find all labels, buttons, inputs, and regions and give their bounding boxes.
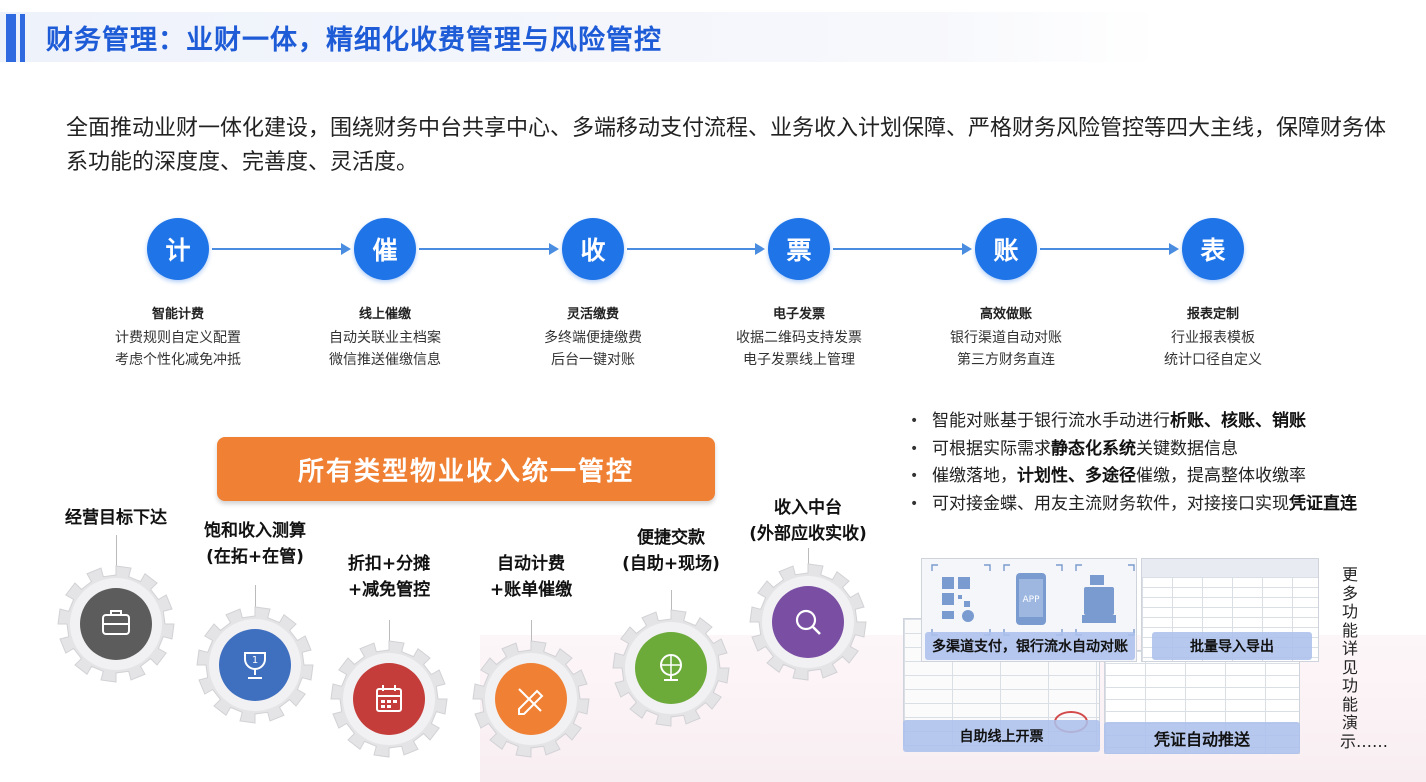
flow-step-desc-line: 收据二维码支持发票 — [736, 330, 862, 346]
arrow-right-icon — [341, 243, 351, 255]
bullet-item: 智能对账基于银行流水手动进行析账、核账、销账 — [910, 408, 1410, 436]
flow-step-desc-line: 自动关联业主档案 — [329, 330, 441, 346]
flow-step-label: 线上催缴 — [358, 307, 411, 322]
flow-step-description: 行业报表模板统计口径自定义 — [1113, 327, 1313, 371]
flow-step-circle: 催 — [354, 218, 416, 280]
briefcase-icon — [102, 610, 130, 635]
gear-stem — [389, 620, 390, 641]
flow-connector — [833, 248, 962, 250]
pencil-ruler-icon — [518, 688, 544, 715]
qr-code-icon — [942, 577, 974, 622]
flow-step-circle: 账 — [975, 218, 1037, 280]
flow-step-description: 收据二维码支持发票电子发票线上管理 — [699, 327, 899, 371]
flow-step-desc-line: 多终端便捷缴费 — [544, 330, 642, 346]
flow-connector — [627, 248, 755, 250]
flow-step-description: 银行渠道自动对账第三方财务直连 — [906, 327, 1106, 371]
intro-paragraph: 全面推动业财一体化建设，围绕财务中台共享中心、多端移动支付流程、业务收入计划保障… — [66, 116, 1387, 175]
search-icon — [795, 609, 821, 635]
gear-title-line: (外部应收实收) — [749, 524, 867, 544]
gear-title-line: +账单催缴 — [489, 580, 573, 600]
gear-stem — [808, 548, 809, 564]
globe-icon — [660, 654, 682, 681]
gear-stem — [671, 590, 672, 610]
flow-step-circle: 计 — [147, 218, 209, 280]
payment-caption: 多渠道支付，银行流水自动对账 — [925, 632, 1135, 660]
more-features-note: 更多功能详见功能演示…… — [1340, 565, 1388, 751]
arrow-right-icon — [549, 243, 559, 255]
gear-title: 自动计费 +账单催缴 — [441, 551, 621, 603]
flow-step-label: 灵活缴费 — [566, 307, 619, 322]
flow-step-desc-line: 电子发票线上管理 — [743, 352, 855, 368]
flow-step-circle: 收 — [562, 218, 624, 280]
invoice-caption: 自助线上开票 — [903, 720, 1100, 752]
gear-title-line: 经营目标下达 — [65, 508, 167, 528]
title-accent-bar — [6, 14, 16, 62]
gear-icon — [749, 563, 867, 681]
gear-title-line: 自动计费 — [497, 554, 565, 574]
flow-step-label: 高效做账 — [979, 307, 1032, 322]
unified-control-banner: 所有类型物业收入统一管控 — [217, 437, 715, 501]
bullet-item: 可根据实际需求静态化系统关键数据信息 — [910, 436, 1410, 464]
feature-bullet-list: 智能对账基于银行流水手动进行析账、核账、销账 可根据实际需求静态化系统关键数据信… — [910, 408, 1410, 518]
flow-step-desc-line: 考虑个性化减免冲抵 — [115, 352, 241, 368]
gear-title: 经营目标下达 — [26, 505, 206, 531]
gear-title-line: 折扣+分摊 — [347, 554, 431, 574]
gear-title: 便捷交款 (自助+现场) — [581, 525, 761, 577]
gear-icon — [612, 609, 730, 727]
flow-step-circle: 票 — [768, 218, 830, 280]
flow-step-description: 多终端便捷缴费后台一键对账 — [493, 327, 693, 371]
gear-stem — [116, 535, 117, 566]
flow-step-label: 电子发票 — [772, 307, 825, 322]
flow-step-desc-line: 第三方财务直连 — [957, 352, 1055, 368]
app-label: APP — [1022, 595, 1040, 605]
flow-connector — [419, 248, 549, 250]
voucher-caption: 凭证自动推送 — [1104, 722, 1300, 754]
flow-connector — [212, 248, 341, 250]
flow-step-label: 报表定制 — [1186, 307, 1239, 322]
flow-step-label: 智能计费 — [151, 307, 204, 322]
gear-title: 饱和收入测算 (在拓+在管) — [165, 518, 345, 570]
flow-connector — [1040, 248, 1169, 250]
flow-step-desc-line: 计费规则自定义配置 — [115, 330, 241, 346]
flow-step-desc-line: 银行渠道自动对账 — [950, 330, 1062, 346]
gear-stem — [531, 620, 532, 641]
gear-icon — [330, 640, 448, 758]
page-title: 财务管理：业财一体，精细化收费管理与风险管控 — [46, 25, 662, 56]
title-bar — [0, 12, 1160, 62]
gear-title: 收入中台 (外部应收实收) — [718, 495, 898, 547]
gear-stem — [255, 585, 256, 607]
title-accent-bar-thin — [20, 14, 25, 62]
gear-title: 折扣+分摊 +减免管控 — [299, 551, 479, 603]
flow-step-desc-line: 统计口径自定义 — [1164, 352, 1262, 368]
gear-title-line: (自助+现场) — [622, 554, 720, 574]
arrow-right-icon — [755, 243, 765, 255]
phone-app-icon — [1016, 573, 1046, 625]
cash-register-icon — [1082, 575, 1116, 623]
bullet-item: 催缴落地，计划性、多途径催缴，提高整体收缴率 — [910, 463, 1410, 491]
gear-icon: 1 — [196, 606, 314, 724]
flow-step-desc-line: 后台一键对账 — [551, 352, 635, 368]
gear-title-line: (在拓+在管) — [206, 547, 304, 567]
flow-step-description: 计费规则自定义配置考虑个性化减免冲抵 — [78, 327, 278, 371]
gear-icon — [472, 640, 590, 758]
gear-title-line: +减免管控 — [347, 580, 431, 600]
bullet-item: 可对接金蝶、用友主流财务软件，对接接口实现凭证直连 — [910, 491, 1410, 519]
arrow-right-icon — [962, 243, 972, 255]
arrow-right-icon — [1169, 243, 1179, 255]
trophy-icon: 1 — [244, 652, 266, 679]
export-caption: 批量导入导出 — [1152, 632, 1312, 660]
gear-title-line: 便捷交款 — [637, 528, 705, 548]
flow-step-desc-line: 微信推送催缴信息 — [329, 352, 441, 368]
calendar-icon — [376, 685, 402, 712]
gear-icon — [57, 565, 175, 683]
flow-step-circle: 表 — [1182, 218, 1244, 280]
gear-title-line: 收入中台 — [774, 498, 842, 518]
gear-title-line: 饱和收入测算 — [204, 521, 306, 541]
svg-text:1: 1 — [252, 655, 258, 666]
flow-step-description: 自动关联业主档案微信推送催缴信息 — [285, 327, 485, 371]
spreadsheet-toolbar — [1142, 559, 1318, 577]
flow-step-desc-line: 行业报表模板 — [1171, 330, 1255, 346]
